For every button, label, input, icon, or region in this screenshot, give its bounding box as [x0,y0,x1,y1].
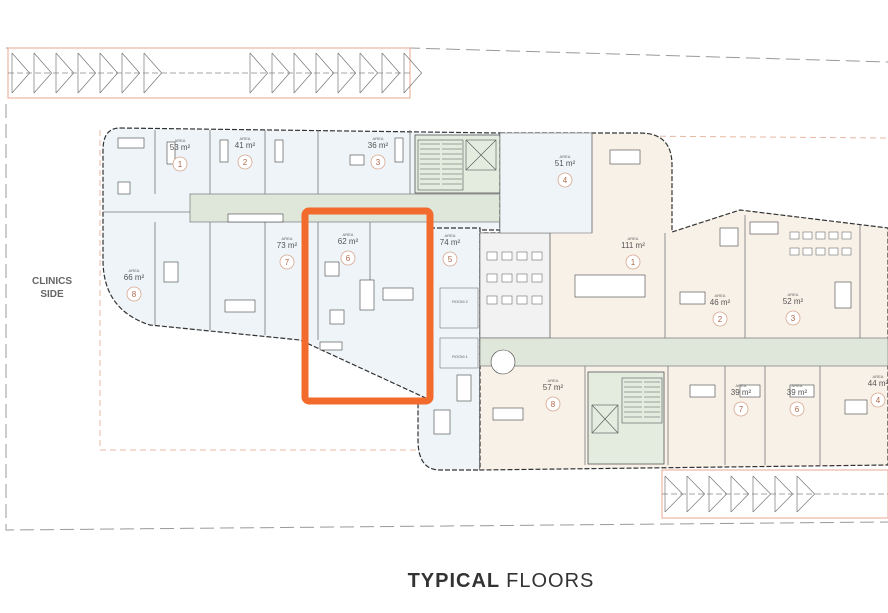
room-area: 62 m² [338,237,359,246]
room-number: 2 [718,315,723,324]
area-caption: AREA [129,268,140,273]
room-area: 73 m² [277,241,298,250]
area-caption: AREA [548,378,559,383]
area-caption: AREA [792,383,803,388]
area-caption: AREA [788,292,799,297]
svg-text:SIDE: SIDE [40,289,64,300]
svg-text:ROOM 1: ROOM 1 [452,354,469,359]
room-number: 7 [739,405,744,414]
area-caption: AREA [343,232,354,237]
room-area: 57 m² [543,383,564,392]
room-number: 6 [346,254,351,263]
room-area: 51 m² [555,159,576,168]
area-caption: AREA [736,383,747,388]
room-number: 6 [795,405,800,414]
room-number: 7 [285,258,290,267]
caption-bold: TYPICAL [408,570,501,592]
area-caption: AREA [175,138,186,143]
highlight-frame [301,207,434,405]
room-area: 111 m² [621,241,645,250]
room-number: 5 [448,255,453,264]
room-number: 4 [876,396,881,405]
area-caption: AREA [628,236,639,241]
room-number: 3 [791,314,796,323]
room-area: 53 m² [170,143,191,152]
area-caption: AREA [373,136,384,141]
area-caption: AREA [282,236,293,241]
office-wing [479,132,888,471]
area-caption: AREA [560,154,571,159]
svg-text:ROOM 2: ROOM 2 [452,299,469,304]
room-number: 2 [243,158,248,167]
area-caption: AREA [445,233,456,238]
room-number: 1 [178,160,183,169]
room-number: 4 [563,176,568,185]
parking-ramp-bottom [661,469,888,519]
room-number: 3 [376,158,381,167]
area-caption: AREA [873,374,884,379]
room-area: 39 m² [731,388,752,397]
room-number: 8 [551,400,556,409]
room-number: 8 [132,290,137,299]
area-caption: AREA [240,136,251,141]
room-area: 46 m² [710,298,731,307]
parking-ramp-top [7,47,423,99]
room-area: 66 m² [124,273,145,282]
caption-regular: FLOORS [506,570,594,592]
room-area: 39 m² [787,388,808,397]
clinics-side-label: CLINICS SIDE [32,276,72,300]
svg-text:CLINICS: CLINICS [32,276,72,287]
room-area: 44 m² [868,379,888,388]
room-number: 1 [631,258,636,267]
room-area: 74 m² [440,238,461,247]
room-area: 41 m² [235,141,256,150]
room-area: 36 m² [368,141,389,150]
room-area: 52 m² [783,297,804,306]
area-caption: AREA [715,293,726,298]
